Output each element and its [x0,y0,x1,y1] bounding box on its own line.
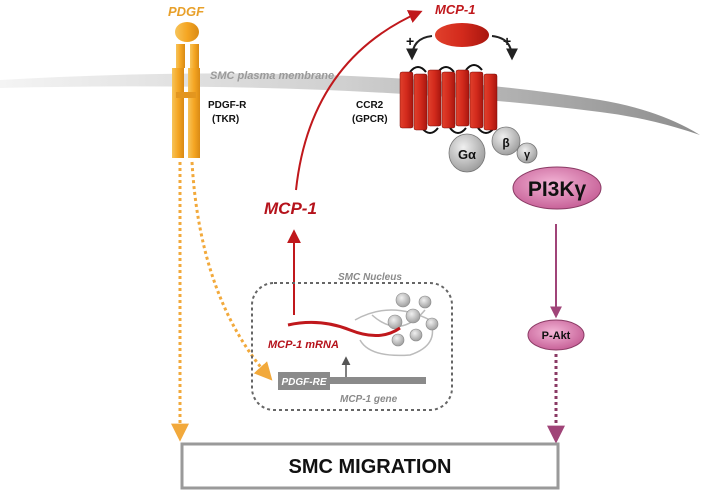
plus-right: + [503,33,511,49]
g-alpha [448,133,486,173]
ccr2-receptor: MCP-1 + + CCR2 (GPCR) [352,2,518,134]
ccr2-label-1: CCR2 [356,100,384,111]
smc-nucleus [251,282,453,411]
pi3k-label: PI3Kγ [528,178,587,201]
activation-arrow-left [406,35,433,61]
smc-migration-box [180,442,560,490]
pi3k-node [512,166,602,210]
mcp1-gene-line [330,377,426,384]
mcp1-mrna-strand [287,320,401,337]
mrna-label: MCP-1 mRNA [268,339,339,351]
mcp1-ligand [435,23,489,47]
nucleus-label: SMC Nucleus [338,272,402,283]
g-protein: Gα β γ [448,126,538,173]
pdgf-re-label: PDGF-RE [282,377,327,388]
pdgf-receptor: PDGF PDGF-R (TKR) [168,4,247,158]
plus-left: + [406,33,414,49]
g-beta [491,126,521,156]
mcp1-secretion-arrow [295,10,423,191]
pdgfr-label-2: (TKR) [212,114,239,125]
g-beta-label: β [502,136,509,150]
activation-arrow-right [491,35,518,61]
pakt-node [527,319,585,351]
g-gamma-label: γ [524,149,531,161]
pakt-label: P-Akt [542,330,571,342]
mcp1-top-label: MCP-1 [435,2,475,17]
smc-migration-label: SMC MIGRATION [289,456,452,478]
plasma-membrane [0,73,700,135]
chromatin-complex [354,292,439,357]
pdgf-label: PDGF [168,4,205,19]
pdgf-ligand [175,22,199,42]
ccr2-label-2: (GPCR) [352,114,388,125]
pdgf-to-pdgfre-arrow [190,161,273,381]
gene-label: MCP-1 gene [340,394,398,405]
g-gamma [516,142,538,164]
mcp1-mid-label: MCP-1 [264,199,317,218]
pdgfr-label-1: PDGF-R [208,100,247,111]
membrane-label: SMC plasma membrane [210,70,334,82]
pdgf-re-element [278,372,330,390]
g-alpha-label: Gα [458,147,476,162]
